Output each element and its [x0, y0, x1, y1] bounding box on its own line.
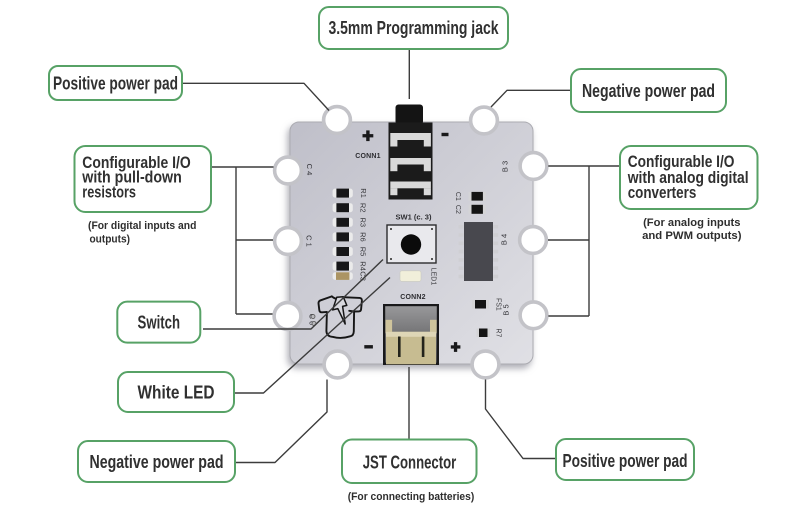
svg-text:B 5: B 5: [502, 304, 511, 315]
svg-text:Positive power pad: Positive power pad: [563, 451, 688, 471]
svg-text:CONN2: CONN2: [400, 294, 426, 301]
svg-text:Negative power pad: Negative power pad: [582, 81, 715, 101]
svg-text:with analog digital: with analog digital: [627, 168, 749, 187]
svg-text:(For analog inputs: (For analog inputs: [643, 217, 740, 229]
svg-text:R7: R7: [495, 328, 502, 337]
svg-text:C1: C1: [454, 192, 461, 201]
svg-text:C3: C3: [359, 271, 368, 281]
svg-text:C 4: C 4: [305, 164, 314, 176]
svg-text:(For digital inputs and: (For digital inputs and: [88, 220, 197, 232]
svg-text:R3: R3: [359, 218, 368, 228]
svg-text:B 4: B 4: [500, 234, 509, 245]
svg-text:Configurable I/O: Configurable I/O: [82, 153, 190, 172]
svg-text:R5: R5: [359, 247, 368, 257]
svg-text:Negative power pad: Negative power pad: [90, 452, 224, 472]
svg-text:R2: R2: [359, 203, 368, 213]
svg-text:Positive power pad: Positive power pad: [53, 74, 178, 94]
svg-text:outputs): outputs): [90, 233, 131, 245]
svg-text:Switch: Switch: [138, 313, 181, 333]
svg-text:JST Connector: JST Connector: [363, 452, 457, 472]
svg-text:White LED: White LED: [138, 383, 215, 403]
svg-text:and PWM outputs): and PWM outputs): [642, 230, 742, 242]
svg-text:C 1: C 1: [305, 235, 314, 247]
svg-text:Configurable I/O: Configurable I/O: [628, 152, 735, 171]
svg-text:C2: C2: [454, 205, 461, 214]
svg-text:R4: R4: [359, 261, 368, 271]
svg-text:(For connecting batteries): (For connecting batteries): [348, 491, 475, 503]
svg-text:resistors: resistors: [82, 182, 136, 201]
svg-text:R1: R1: [359, 188, 368, 198]
svg-text:B 3: B 3: [501, 161, 510, 172]
svg-text:R6: R6: [359, 232, 368, 242]
svg-text:C 0: C 0: [308, 314, 317, 326]
svg-text:converters: converters: [628, 183, 697, 202]
svg-text:with pull-down: with pull-down: [81, 168, 181, 187]
svg-text:3.5mm Programming jack: 3.5mm Programming jack: [329, 18, 500, 38]
svg-text:CONN1: CONN1: [355, 153, 381, 160]
svg-text:FS1: FS1: [495, 298, 502, 311]
svg-text:LED1: LED1: [430, 268, 437, 286]
svg-text:SW1 (c. 3): SW1 (c. 3): [396, 215, 432, 222]
